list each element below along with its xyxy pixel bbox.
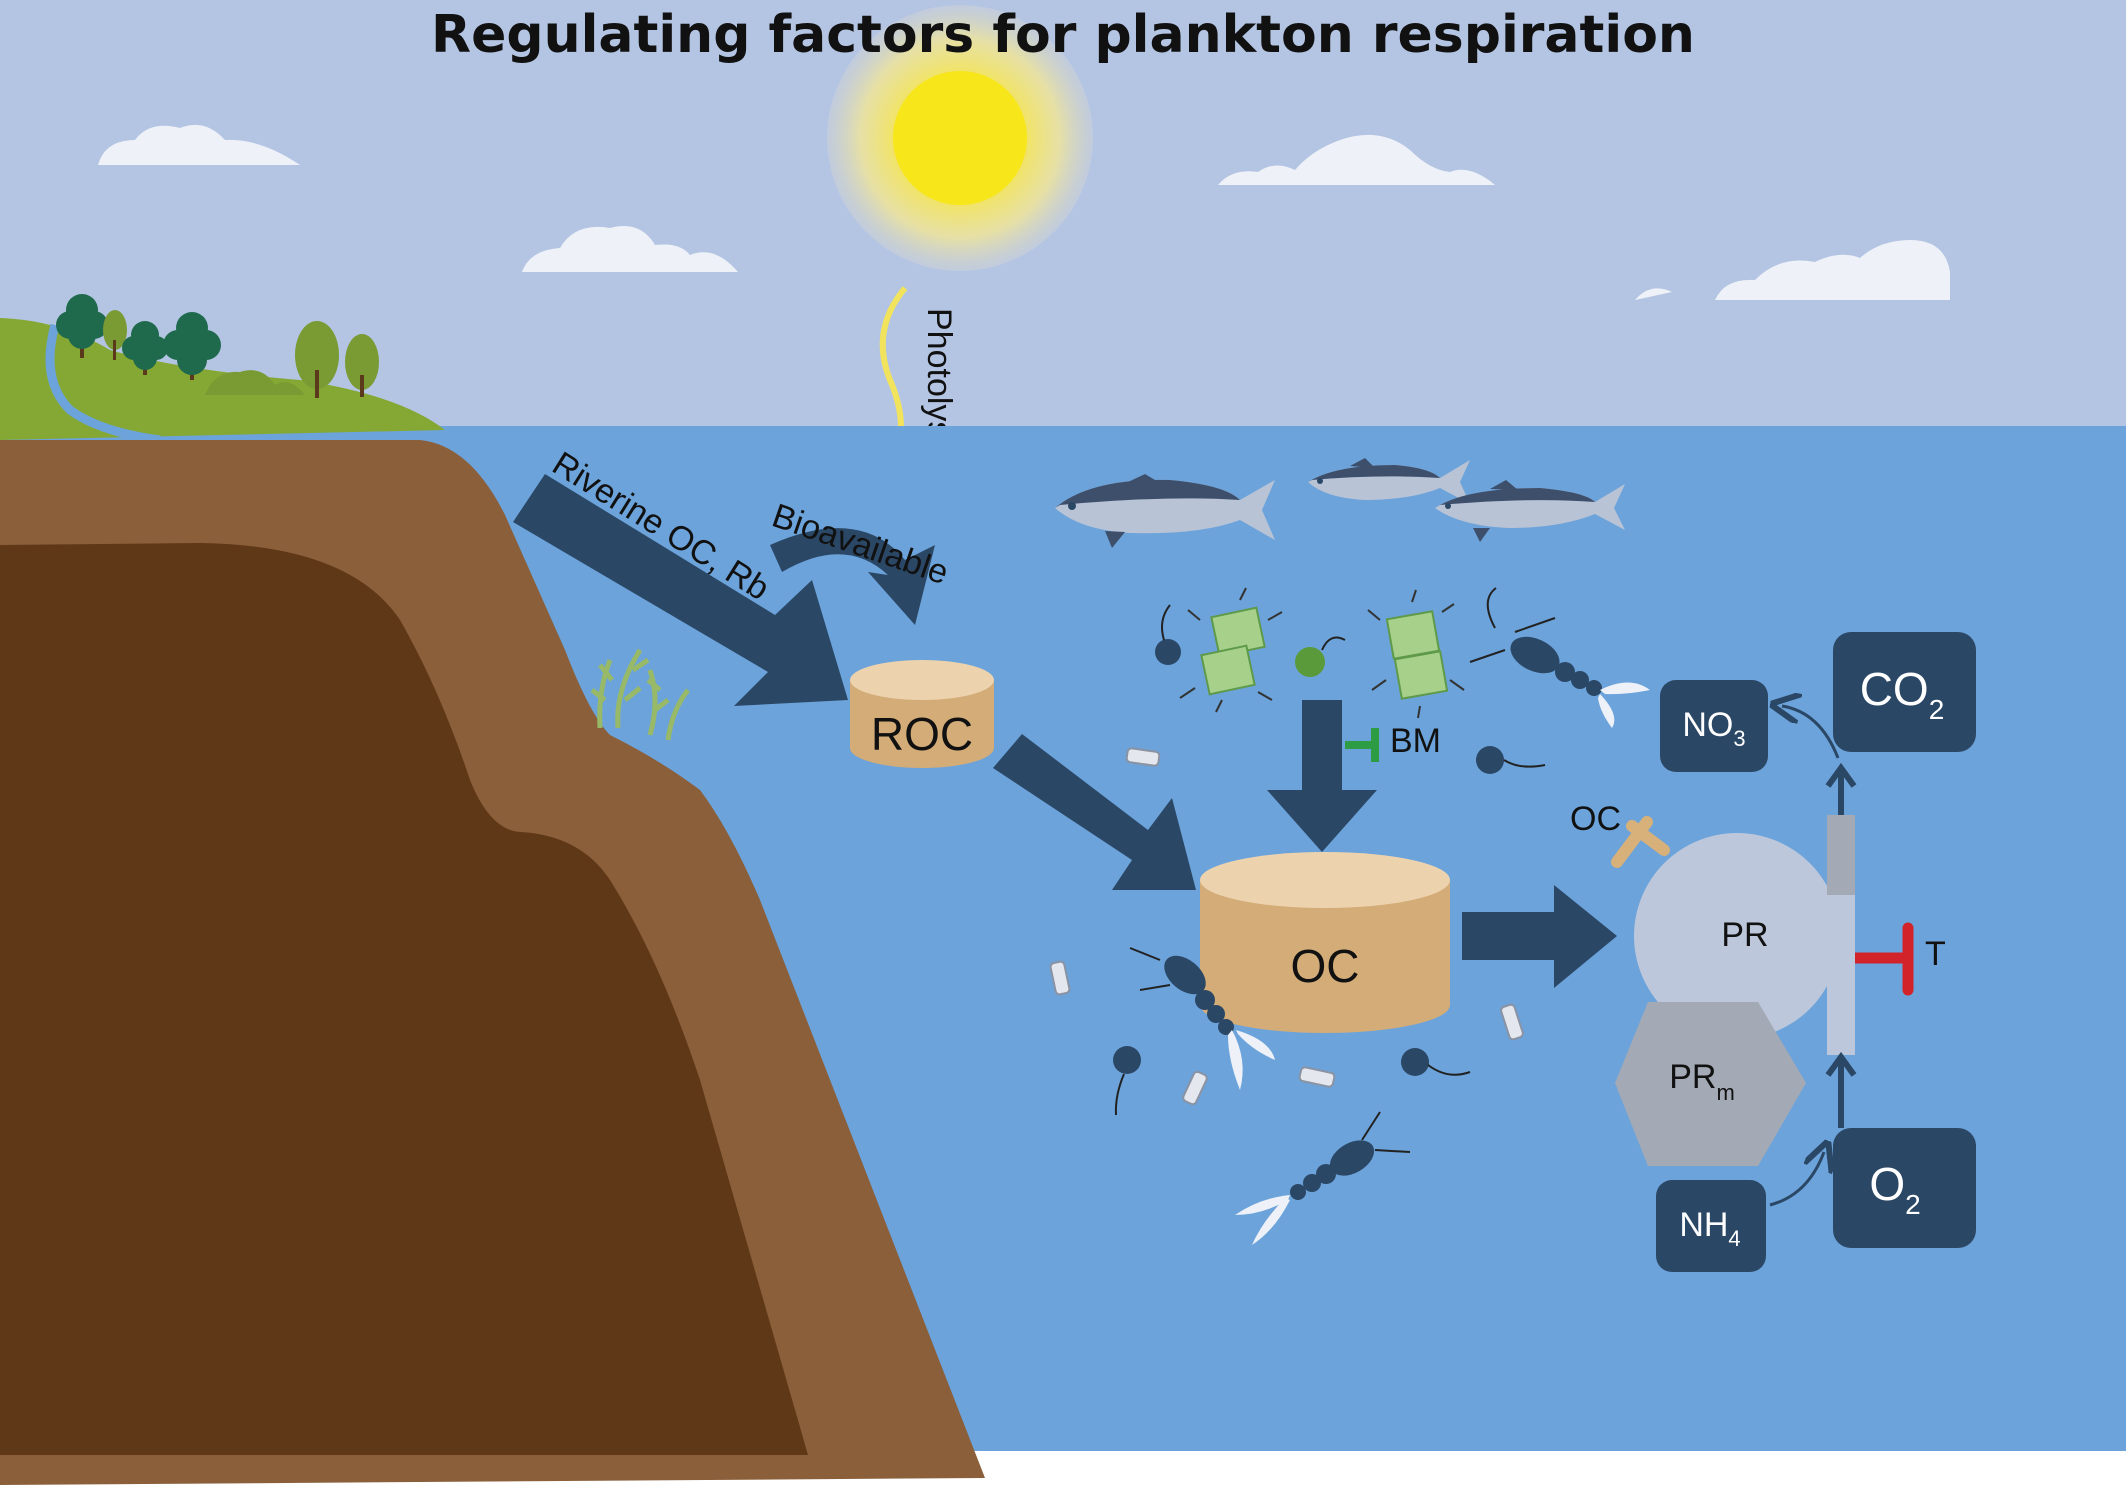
tree-icon	[122, 321, 168, 375]
tree-icon	[56, 294, 108, 358]
particle-icon	[1049, 747, 1524, 1106]
no3-box	[1660, 680, 1768, 772]
nh4-box	[1656, 1180, 1766, 1272]
bacterium-icon	[1113, 1046, 1141, 1116]
t-label: T	[1925, 935, 1946, 973]
fish-icon	[1435, 480, 1625, 542]
cliff-inner-soil	[0, 543, 808, 1455]
riverine-arrow	[513, 474, 848, 706]
co2-to-no3-arrow	[1782, 706, 1840, 759]
bacterium-icon	[1476, 746, 1546, 774]
pipe-bar-upper	[1827, 815, 1855, 895]
oc-pool-label: OC	[1291, 940, 1360, 992]
o2-box	[1833, 1128, 1976, 1248]
no3-label: NO3	[1682, 706, 1745, 751]
seagrass-icon	[590, 648, 690, 741]
co2-box	[1833, 632, 1976, 752]
phytoplankton-icon	[1367, 589, 1465, 719]
oc-to-pr-arrow	[1462, 885, 1617, 988]
tree-icon	[103, 310, 127, 360]
nh4-label: NH4	[1679, 1206, 1740, 1251]
roc-to-oc-arrow	[993, 734, 1196, 890]
nh4-to-o2-arrow	[1769, 1152, 1824, 1207]
fish-icon	[1308, 458, 1470, 504]
sun-icon	[893, 71, 1027, 205]
cloud-icon	[522, 226, 738, 272]
up-arrow-co2	[1825, 762, 1857, 815]
up-arrow-o2	[1825, 1051, 1857, 1115]
o2-label: O2	[1869, 1158, 1920, 1220]
pr-label: PR	[1721, 916, 1768, 954]
roc-cylinder: ROC	[850, 660, 994, 768]
oc-inhibitor	[1611, 816, 1670, 868]
co2-label: CO2	[1860, 663, 1945, 725]
river	[45, 323, 161, 445]
bioavailable-arrow	[770, 528, 935, 625]
bush-icon	[205, 370, 305, 395]
cloud-icon	[1635, 240, 1950, 300]
copepod-icon	[1129, 947, 1275, 1090]
bm-label: BM	[1390, 722, 1441, 760]
cloud-icon	[98, 124, 300, 165]
bacterium-icon	[1401, 1048, 1471, 1076]
oc-cylinder: OC	[1200, 852, 1450, 1033]
pr-circle	[1634, 833, 1840, 1039]
pr-m-label: PRm	[1669, 1058, 1735, 1105]
roc-label: ROC	[871, 708, 973, 760]
t-inhibitor	[1855, 922, 1914, 996]
copepod-icon	[1235, 1111, 1411, 1245]
page-title: Regulating factors for plankton respirat…	[431, 5, 1695, 65]
tree-icon	[295, 321, 339, 398]
cloud-icon	[1218, 134, 1495, 185]
green-cell-icon	[1295, 636, 1346, 677]
plankton-to-oc-arrow	[1267, 700, 1377, 852]
tree-icon	[163, 312, 221, 380]
bacterium-icon	[1155, 604, 1181, 665]
bm-inhibitor	[1345, 728, 1379, 762]
copepod-icon	[1469, 587, 1650, 728]
pr-m-hexagon	[1615, 1002, 1806, 1166]
phytoplankton-icon	[1179, 587, 1283, 713]
oc-inhibitor-label: OC	[1570, 800, 1621, 838]
tree-icon	[345, 334, 379, 397]
fish-icon	[1055, 474, 1275, 548]
